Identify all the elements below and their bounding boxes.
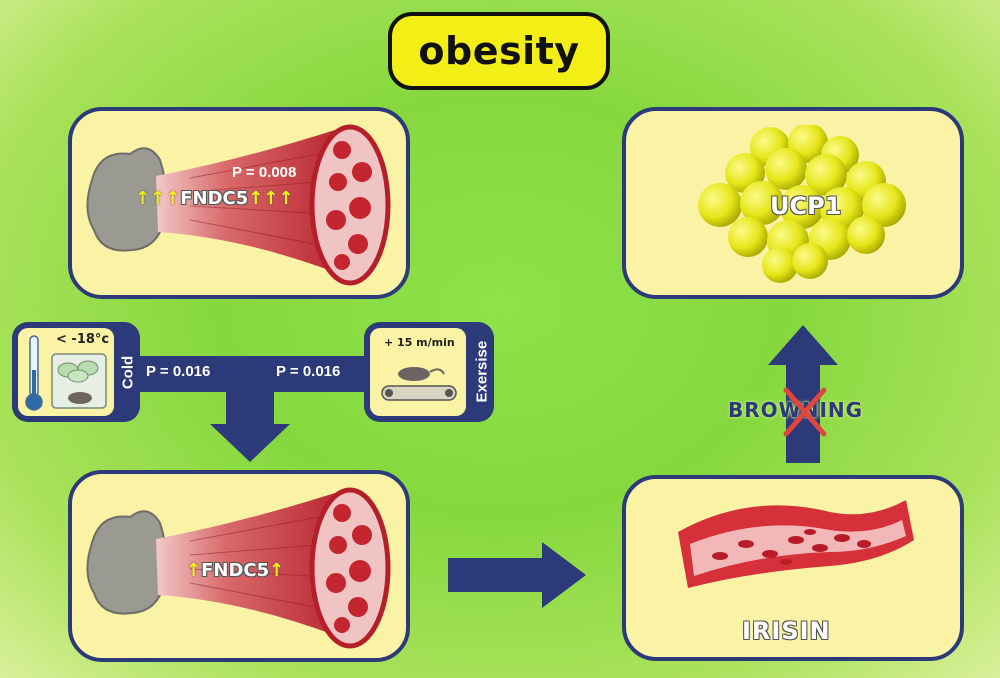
p-value-exercise: P = 0.016 <box>276 363 341 380</box>
fndc5-top-label-group: ↑↑↑FNDC5↑↑↑ <box>135 188 294 209</box>
p-value-top: P = 0.008 <box>232 164 297 181</box>
cross-mark-icon <box>783 387 827 437</box>
diagram-title: obesity <box>418 29 580 73</box>
up-arrows-left: ↑↑↑ <box>135 188 181 209</box>
cold-label: Cold <box>119 355 137 390</box>
treadmill-icon <box>381 367 457 401</box>
up-arrow-right: ↑ <box>269 560 285 581</box>
thermometer-icon <box>25 335 43 411</box>
ucp1-label: UCP1 <box>770 192 842 220</box>
up-arrow-left: ↑ <box>186 560 202 581</box>
irisin-label: IRISIN <box>742 617 831 645</box>
combine-arrow <box>138 356 370 462</box>
title-box: obesity <box>388 12 610 90</box>
bone-shape <box>86 510 168 615</box>
ucp1-cluster-illustration <box>698 125 906 283</box>
blood-vessel-illustration <box>678 500 914 588</box>
right-arrow <box>448 542 586 608</box>
p-value-cold: P = 0.016 <box>146 363 211 380</box>
cold-temp-label: < -18°c <box>56 332 110 347</box>
mouse-shape <box>398 367 430 381</box>
up-arrows-right: ↑↑↑ <box>248 188 294 209</box>
cold-cage-icon <box>51 353 107 409</box>
fndc5-bottom-label: FNDC5 <box>201 560 270 581</box>
muscle-bottom-illustration <box>86 487 391 649</box>
exercise-speed-label: + 15 m/min <box>384 336 455 349</box>
fndc5-top-label: FNDC5 <box>180 188 249 209</box>
muscle-top-illustration <box>86 124 391 286</box>
mouse-shape <box>68 392 92 404</box>
fndc5-bottom-label-group: ↑FNDC5↑ <box>186 560 284 581</box>
up-arrow <box>768 325 838 463</box>
exercise-label: Exersise <box>473 340 491 403</box>
